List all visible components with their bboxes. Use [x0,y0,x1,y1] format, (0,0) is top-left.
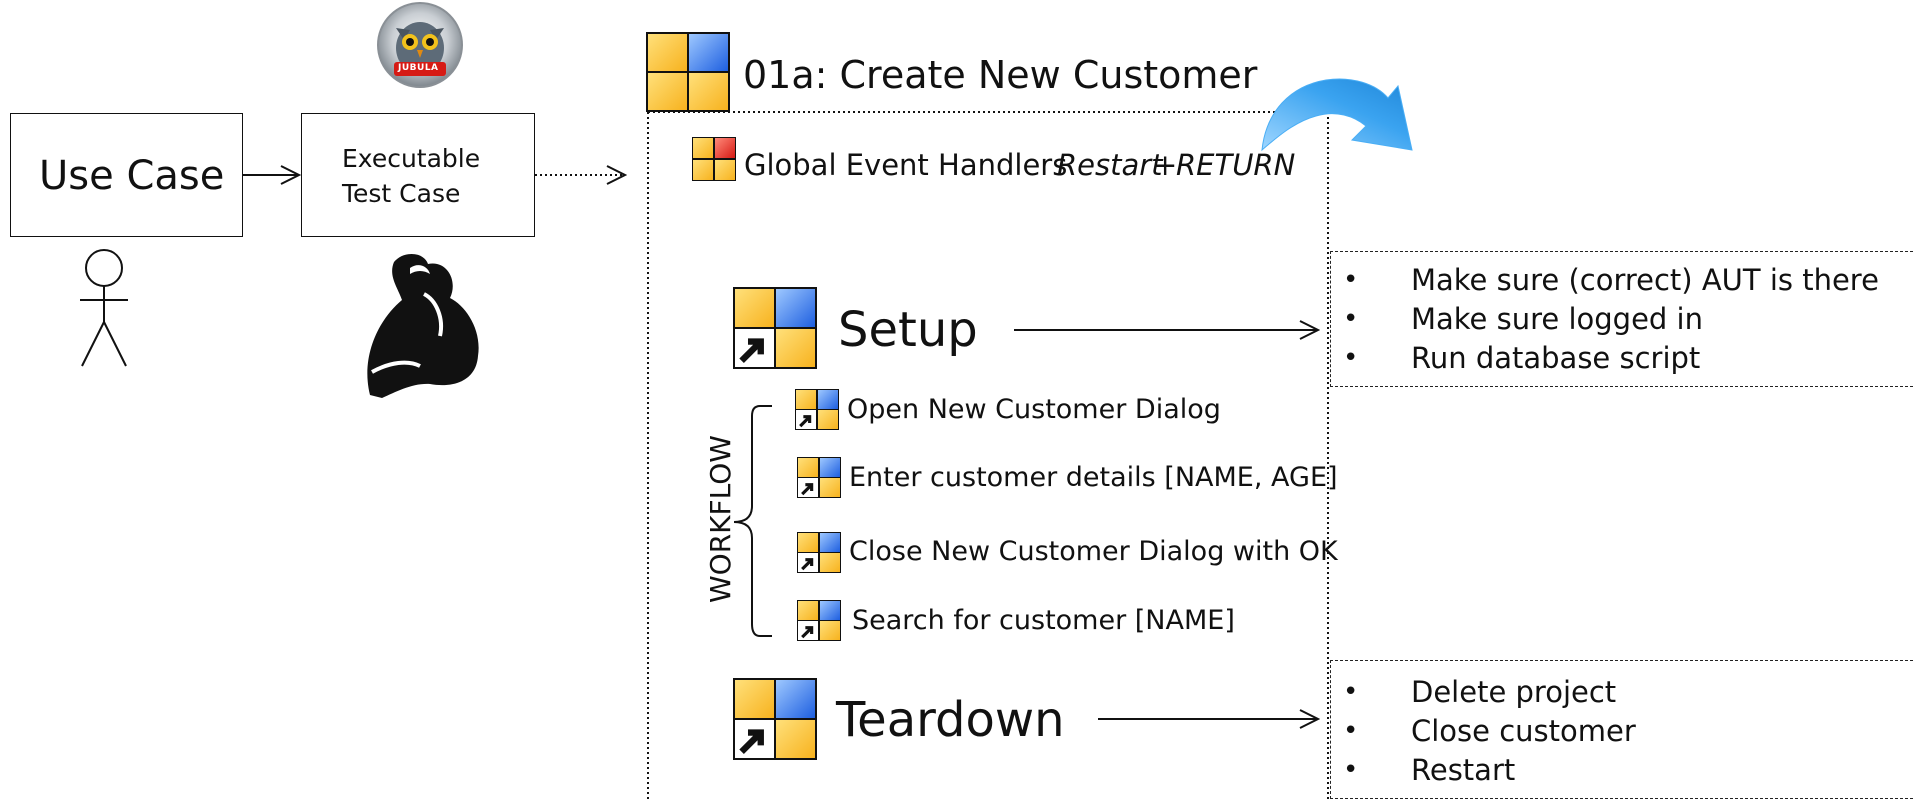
workflow-step-icon [797,532,841,573]
workflow-step-icon [795,389,839,430]
event-handler-icon [692,137,736,181]
executable-test-case-box: Executable Test Case [301,113,535,237]
teardown-note-item: Delete project [1331,673,1636,712]
setup-note-item: Make sure (correct) AUT is there [1331,261,1879,300]
executable-label-line2: Test Case [342,179,461,208]
test-case-title: 01a: Create New Customer [743,53,1258,97]
workflow-label: WORKFLOW [704,435,737,603]
workflow-step: Close New Customer Dialog with OK [849,536,1338,567]
setup-icon [733,287,817,369]
test-case-icon [646,32,730,112]
flexed-arm-icon [367,253,479,398]
teardown-icon [733,678,817,760]
curved-blue-arrow [1261,78,1413,152]
setup-note-item: Run database script [1331,339,1879,378]
executable-label-line1: Executable [342,144,481,173]
setup-notes-list: Make sure (correct) AUT is there Make su… [1331,261,1879,378]
jubula-logo-text: JUBULA [398,63,439,73]
workflow-step: Open New Customer Dialog [847,394,1221,425]
actor-stick-figure [80,249,128,367]
teardown-notes-list: Delete project Close customer Restart [1331,673,1636,790]
event-handlers-label: Global Event Handlers [744,148,1068,182]
teardown-label: Teardown [836,692,1065,748]
use-case-box: Use Case [10,113,243,237]
workflow-step: Enter customer details [NAME, AGE] [849,462,1338,493]
setup-notes-box: Make sure (correct) AUT is there Make su… [1330,251,1913,387]
workflow-step: Search for customer [NAME] [852,605,1235,636]
use-case-label: Use Case [39,153,225,199]
workflow-step-icon [797,457,841,498]
jubula-owl-logo [377,2,463,88]
event-handlers-plus: + [1153,148,1178,182]
event-handlers-return: RETURN [1176,148,1296,182]
workflow-step-icon [797,600,841,641]
event-handlers-restart: Restart [1057,148,1163,182]
teardown-notes-box: Delete project Close customer Restart [1330,660,1913,799]
teardown-note-item: Close customer [1331,712,1636,751]
setup-note-item: Make sure logged in [1331,300,1879,339]
teardown-note-item: Restart [1331,751,1636,790]
workflow-brace [733,405,772,637]
setup-label: Setup [838,302,978,358]
